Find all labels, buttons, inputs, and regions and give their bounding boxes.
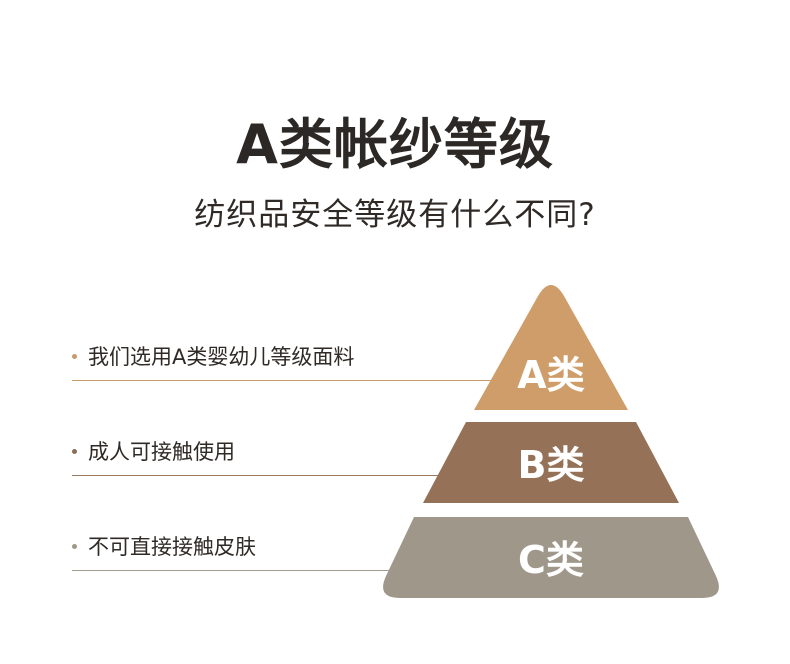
- pyramid-tier-c: [383, 517, 719, 598]
- bullet-dot-icon: [72, 354, 77, 359]
- tier-b-divider: [72, 475, 442, 476]
- tier-b-description-text: 成人可接触使用: [88, 440, 235, 464]
- pyramid-tier-b: [423, 422, 679, 503]
- page-title: A类帐纱等级: [236, 113, 554, 176]
- tier-c-label: C类: [518, 538, 584, 582]
- tier-c-divider: [72, 570, 392, 571]
- tier-a-divider: [72, 380, 492, 381]
- page-subtitle: 纺织品安全等级有什么不同?: [194, 197, 596, 233]
- tier-a-description-text: 我们选用A类婴幼儿等级面料: [88, 345, 355, 369]
- tier-b-label: B类: [518, 443, 585, 487]
- bullet-dot-icon: [72, 544, 77, 549]
- tier-a-label: A类: [517, 353, 584, 397]
- bullet-dot-icon: [72, 449, 77, 454]
- tier-c-description-text: 不可直接接触皮肤: [88, 535, 256, 559]
- pyramid-tier-a: [474, 285, 628, 410]
